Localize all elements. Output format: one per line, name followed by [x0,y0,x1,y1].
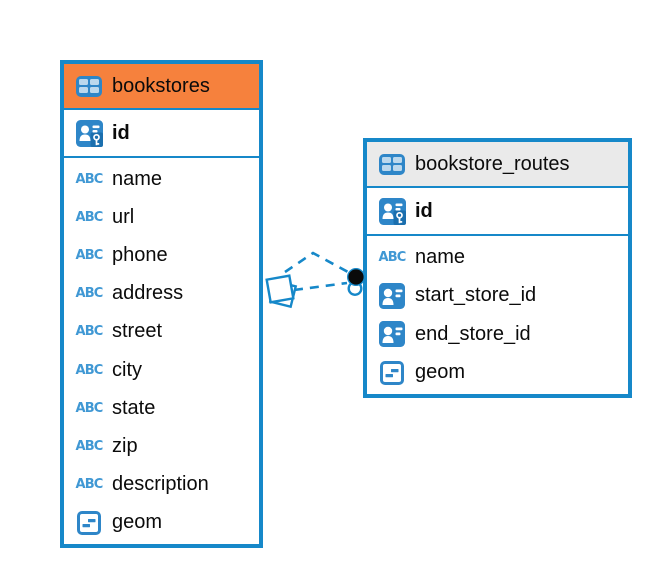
column-row-end_store_id[interactable]: end_store_id [367,315,628,354]
column-row-url[interactable]: ABC url [64,198,259,236]
person-card-icon [376,282,408,309]
text-type-icon: ABC [378,249,406,265]
column-row-state[interactable]: ABC state [64,389,259,427]
table-bookstore-routes[interactable]: bookstore_routes id ABC name start_store_… [363,138,632,398]
text-type-icon: ABC [75,209,103,225]
relationship-end-square-back[interactable] [268,279,298,309]
person-key-icon [73,119,105,147]
column-name: street [112,320,163,343]
column-row-address[interactable]: ABC address [64,275,259,313]
column-name: id [112,121,130,144]
text-type-icon: ABC [75,171,103,187]
column-row-pk[interactable]: id [367,188,628,236]
column-row-city[interactable]: ABC city [64,351,259,389]
table-header-bookstores[interactable]: bookstores [64,64,259,110]
column-row-zip[interactable]: ABC zip [64,427,259,465]
table-title: bookstores [112,74,210,97]
relationship-line-1[interactable] [284,251,349,274]
table-header-bookstore-routes[interactable]: bookstore_routes [367,142,628,188]
column-name: name [112,167,163,190]
column-row-phone[interactable]: ABC phone [64,236,259,274]
text-type-icon: ABC [75,248,103,263]
text-type-icon: ABC [75,362,103,378]
text-type-icon: ABC [75,477,103,493]
geometry-type-icon [376,360,408,385]
column-row-name[interactable]: ABC name [367,238,628,277]
column-row-geom[interactable]: geom [64,504,259,542]
column-name: end_store_id [415,322,531,345]
column-name: id [415,199,433,222]
table-title: bookstore_routes [415,152,570,175]
column-name: url [112,205,135,228]
text-type-icon: ABC [75,324,103,340]
column-name: zip [112,435,138,458]
column-name: state [112,396,156,419]
column-name: start_store_id [415,284,537,307]
relationship-end-ring[interactable] [347,281,363,297]
text-type-icon: ABC [75,439,103,455]
column-row-geom[interactable]: geom [367,354,628,393]
text-type-icon: ABC [75,400,103,416]
relationship-line-2[interactable] [293,281,348,292]
person-card-icon [376,321,408,348]
column-name: city [112,358,142,381]
column-row-name[interactable]: ABC name [64,160,259,198]
geometry-type-icon [73,510,105,535]
column-list: ABC name start_store_id end_store_id geom [367,236,628,394]
relationship-end-dot[interactable] [347,268,366,287]
column-name: name [415,245,466,268]
column-row-description[interactable]: ABC description [64,466,259,504]
column-row-start_store_id[interactable]: start_store_id [367,277,628,316]
person-key-icon [376,197,408,225]
column-row-street[interactable]: ABC street [64,313,259,351]
column-name: address [112,282,184,305]
column-name: geom [112,511,163,534]
table-grid-icon [73,75,105,97]
column-name: geom [415,361,466,384]
table-grid-icon [376,153,408,175]
text-type-icon: ABC [75,286,103,302]
relationship-end-square-front[interactable] [265,274,295,304]
column-name: phone [112,244,168,266]
column-row-pk[interactable]: id [64,110,259,158]
column-name: description [112,473,209,496]
